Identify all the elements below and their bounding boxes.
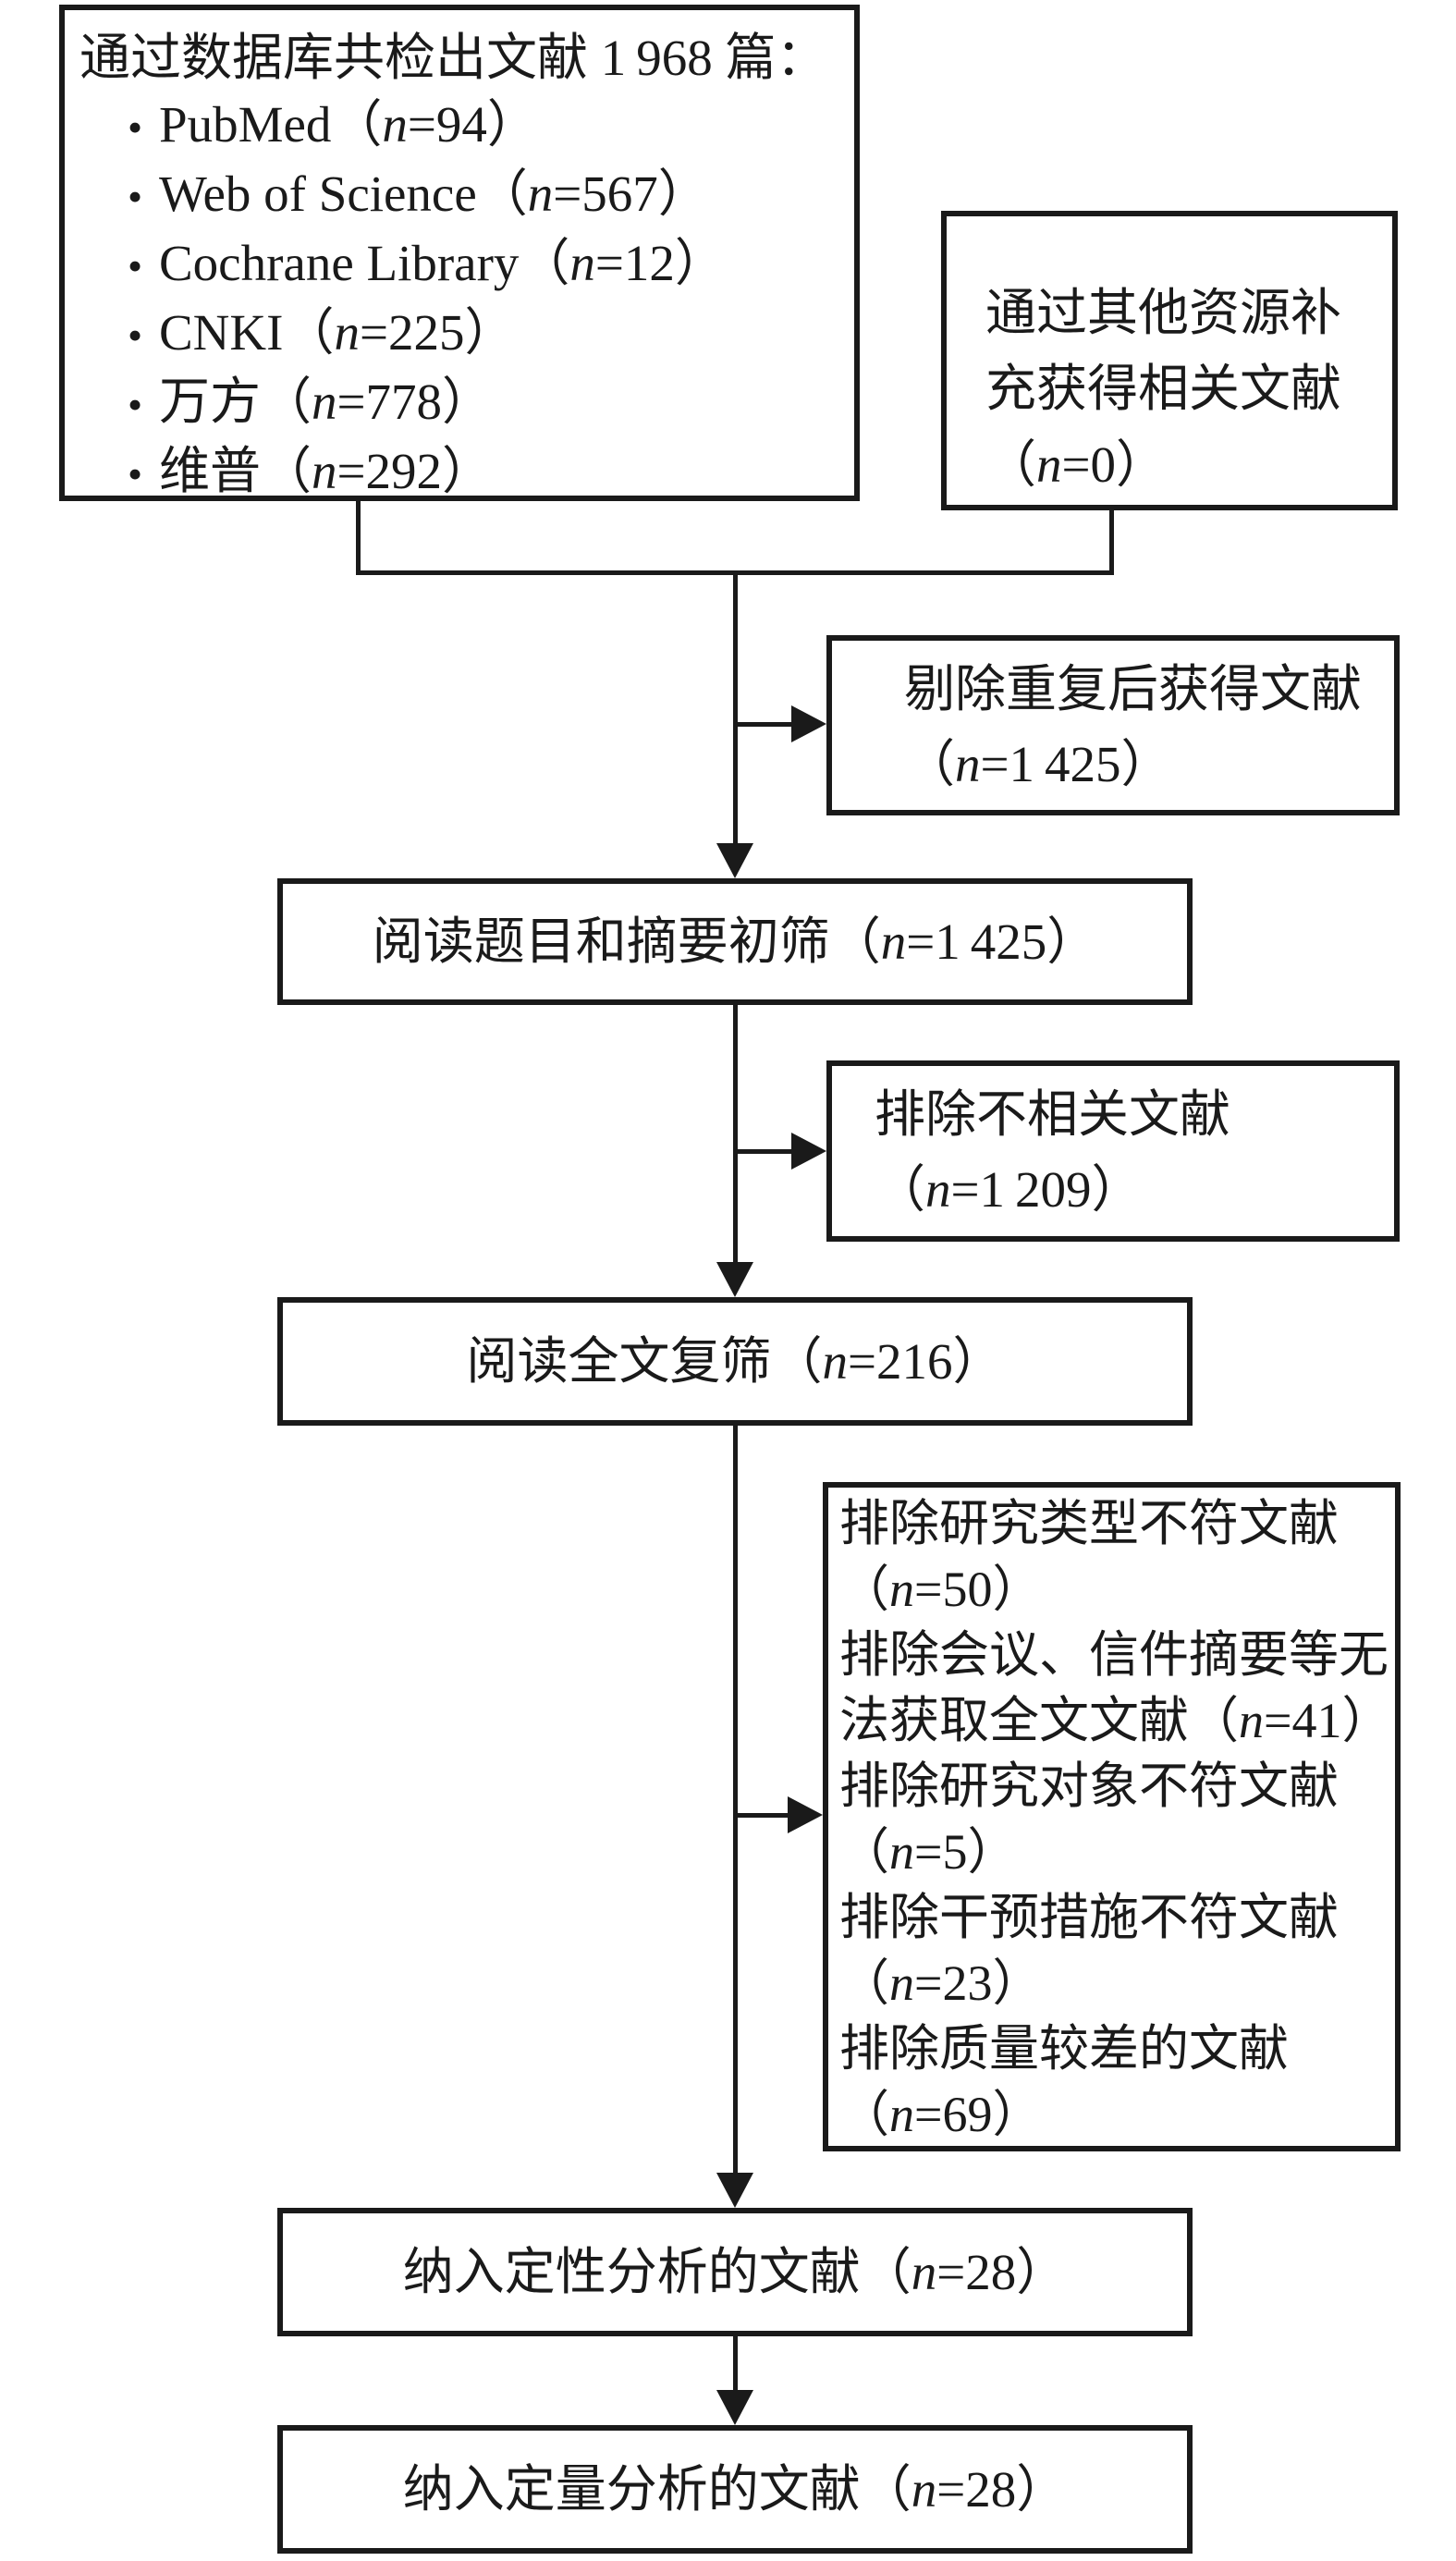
text-line: 通过其他资源补: [985, 285, 1342, 341]
list-item-label: Web of Science（n=567）: [159, 165, 709, 222]
branch-irrelevant-line: [733, 1149, 794, 1154]
database-sources-title: 通过数据库共检出文献 1 968 篇：: [80, 30, 827, 86]
text-line: 排除干预措施不符文献: [839, 1890, 1339, 1945]
text-line: （n=50）: [839, 1562, 1043, 1617]
dedup-result-text: 剔除重复后获得文献 （n=1 425）: [832, 641, 1394, 802]
other-sources-text: 通过其他资源补 充获得相关文献 （n=0）: [947, 216, 1392, 503]
box-label: 阅读题目和摘要初筛（n=1 425）: [372, 913, 1098, 970]
spine-segment-3-line: [733, 1426, 738, 2176]
arrow-down-icon: [716, 843, 753, 878]
spine-segment-4-line: [733, 2336, 738, 2394]
box-label: 纳入定性分析的文献（n=28）: [402, 2244, 1068, 2300]
text-line: 排除研究对象不符文献: [839, 1758, 1339, 1814]
text-line: （n=69）: [839, 2087, 1043, 2142]
box-label: 阅读全文复筛（n=216）: [466, 1333, 1004, 1390]
list-item-label: CNKI（n=225）: [159, 304, 516, 361]
connector-right-drop-line: [1109, 510, 1114, 575]
text-line: （n=1 425）: [904, 736, 1172, 792]
text-line: 排除不相关文献: [875, 1086, 1231, 1143]
text-line: 充获得相关文献: [985, 361, 1342, 417]
text-line: （n=1 209）: [875, 1161, 1143, 1218]
list-item-label: Cochrane Library（n=12）: [159, 235, 726, 291]
spine-segment-2-line: [733, 1005, 738, 1266]
text-line: 法获取全文文献（n=41）: [839, 1693, 1392, 1748]
text-line: 剔除重复后获得文献: [904, 661, 1363, 717]
text-line: 排除质量较差的文献: [839, 2021, 1289, 2077]
list-item-wanfang: • 万方（n=778）: [65, 369, 854, 438]
list-item-cochrane-library: • Cochrane Library（n=12）: [65, 230, 854, 300]
text-line: （n=23）: [839, 1955, 1043, 2011]
box-title-abstract-screening: 阅读题目和摘要初筛（n=1 425）: [277, 878, 1193, 1005]
box-label: 纳入定量分析的文献（n=28）: [402, 2461, 1068, 2518]
arrow-down-icon: [716, 2173, 753, 2208]
box-fulltext-screening: 阅读全文复筛（n=216）: [277, 1297, 1193, 1426]
bullet-icon: •: [128, 173, 143, 220]
arrow-right-icon: [791, 705, 826, 742]
list-item-label: PubMed（n=94）: [159, 96, 538, 153]
irrelevant-excluded-text: 排除不相关文献 （n=1 209）: [832, 1066, 1394, 1227]
list-item-cnki: • CNKI（n=225）: [65, 300, 854, 369]
box-irrelevant-excluded: 排除不相关文献 （n=1 209）: [826, 1060, 1400, 1242]
arrow-down-icon: [716, 2390, 753, 2425]
box-database-sources: 通过数据库共检出文献 1 968 篇： • PubMed（n=94） • Web o…: [59, 5, 860, 501]
box-dedup-result: 剔除重复后获得文献 （n=1 425）: [826, 635, 1400, 815]
bullet-icon: •: [128, 104, 143, 151]
text-line: 排除研究类型不符文献: [839, 1496, 1339, 1551]
box-qualitative-included: 纳入定性分析的文献（n=28）: [277, 2208, 1193, 2336]
branch-fulltext-exclusions-line: [733, 1813, 790, 1818]
bullet-icon: •: [128, 312, 143, 359]
spine-segment-1-line: [733, 570, 738, 848]
list-item-web-of-science: • Web of Science（n=567）: [65, 161, 854, 230]
arrow-right-icon: [788, 1796, 823, 1833]
bullet-icon: •: [128, 242, 143, 289]
fulltext-exclusions-text: 排除研究类型不符文献 （n=50） 排除会议、信件摘要等无 法获取全文文献（n=…: [828, 1488, 1395, 2148]
box-other-sources: 通过其他资源补 充获得相关文献 （n=0）: [941, 211, 1398, 510]
text-line: （n=5）: [839, 1824, 1018, 1880]
arrow-down-icon: [716, 1262, 753, 1297]
box-quantitative-included: 纳入定量分析的文献（n=28）: [277, 2425, 1193, 2554]
list-item-pubmed: • PubMed（n=94）: [65, 92, 854, 161]
list-item-vip: • 维普（n=292）: [65, 438, 854, 508]
bullet-icon: •: [128, 450, 143, 497]
text-line: 排除会议、信件摘要等无: [839, 1627, 1389, 1683]
arrow-right-icon: [791, 1133, 826, 1170]
branch-dedup-line: [733, 722, 794, 727]
connector-left-drop-line: [356, 501, 361, 575]
text-line: （n=0）: [985, 436, 1168, 493]
list-item-label: 万方（n=778）: [159, 374, 494, 430]
list-item-label: 维普（n=292）: [159, 443, 494, 499]
box-fulltext-exclusions: 排除研究类型不符文献 （n=50） 排除会议、信件摘要等无 法获取全文文献（n=…: [823, 1482, 1401, 2151]
bullet-icon: •: [128, 381, 143, 428]
